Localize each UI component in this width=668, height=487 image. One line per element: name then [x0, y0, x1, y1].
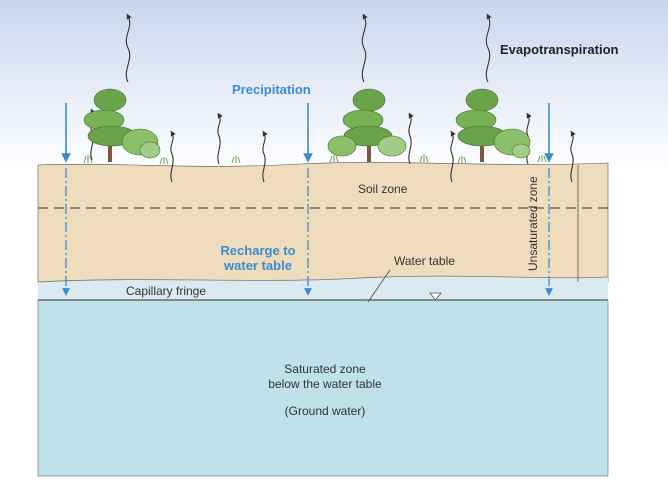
recharge-label-line2: water table — [224, 258, 292, 273]
capillary-top-line — [37, 275, 609, 283]
water-table-leader — [367, 269, 391, 303]
water-table-label: Water table — [394, 254, 455, 268]
evaporation-arrow-icon — [170, 130, 176, 183]
evaporation-arrow-icon — [485, 13, 492, 83]
evaporation-arrow-icon — [217, 112, 223, 165]
water-table-symbol-icon — [429, 292, 442, 301]
tree-icon — [455, 88, 531, 162]
saturated-zone-sublabel: below the water table — [268, 377, 382, 391]
unsaturated-zone-label: Unsaturated zone — [526, 176, 540, 271]
recharge-label-line1: Recharge to — [220, 243, 296, 258]
tree-icon — [83, 88, 161, 162]
tree-icon — [327, 88, 407, 162]
ground-water-label: (Ground water) — [284, 404, 366, 418]
evaporation-arrow-icon — [570, 130, 576, 183]
evaporation-arrow-icon — [125, 13, 132, 83]
evaporation-arrow-icon — [361, 13, 368, 83]
grass-icon — [83, 155, 547, 165]
capillary-fringe-label: Capillary fringe — [126, 284, 207, 298]
evaporation-arrow-icon — [262, 130, 268, 183]
saturated-zone-area — [37, 299, 609, 477]
evaporation-arrow-icon — [450, 130, 456, 183]
soil-zone-area — [37, 162, 609, 283]
capillary-fringe-area — [38, 276, 608, 300]
evapotranspiration-label: Evapotranspiration — [500, 42, 619, 57]
precipitation-label: Precipitation — [232, 82, 311, 97]
evaporation-arrow-icon — [408, 112, 414, 165]
saturated-zone-label: Saturated zone — [284, 362, 366, 376]
soil-zone-label: Soil zone — [358, 182, 408, 196]
